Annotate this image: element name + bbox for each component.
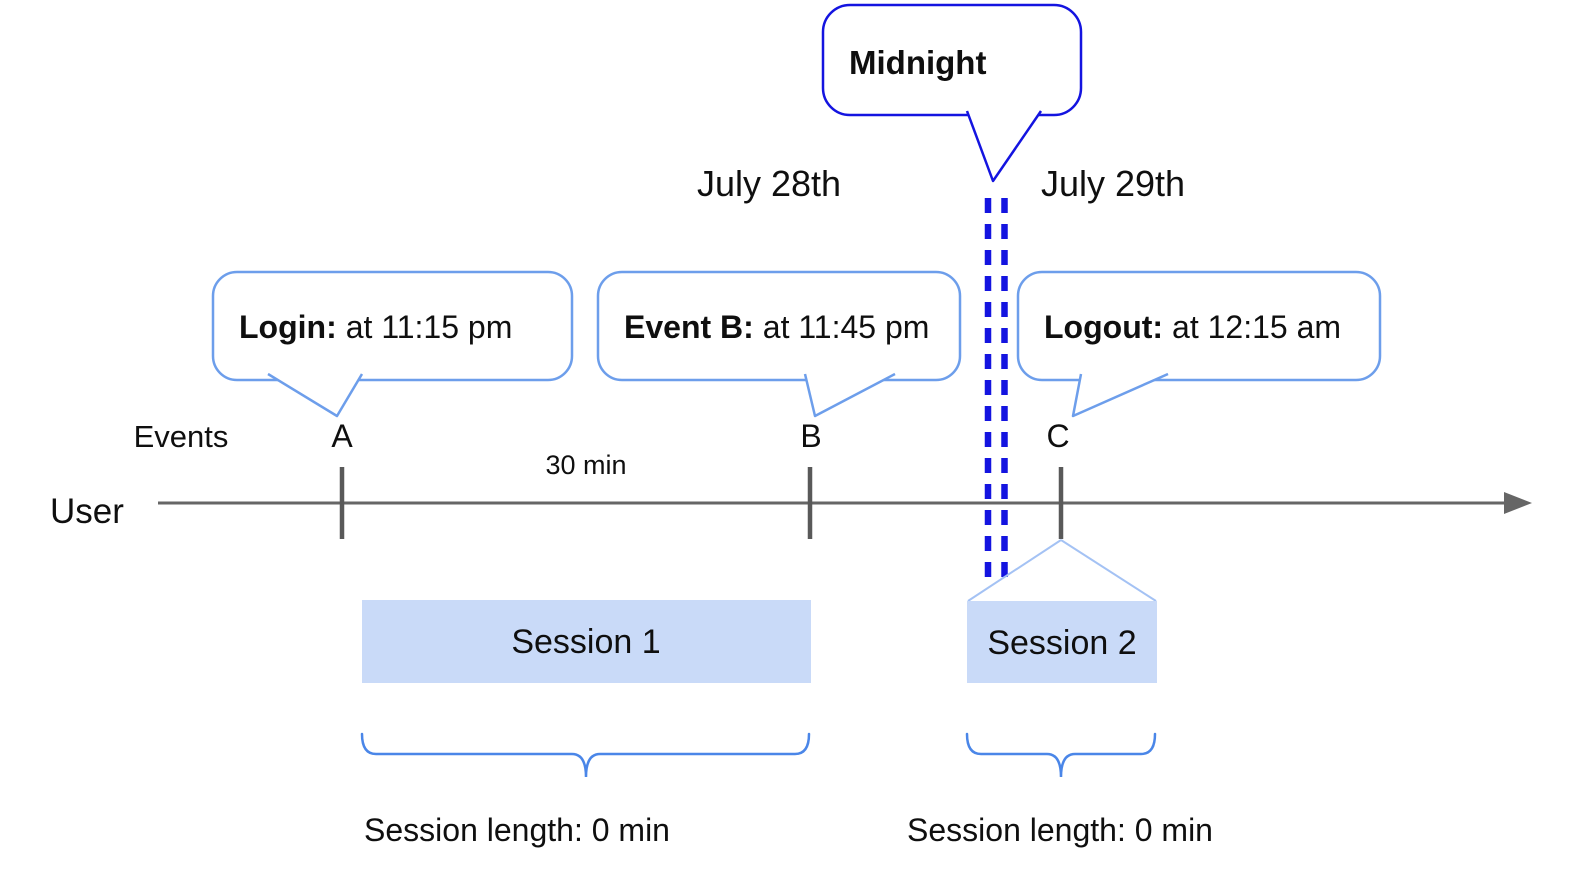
login-callout: Login:at 11:15 pm [211,270,574,418]
logout-callout-tail [1071,372,1169,418]
session-1-group: Session 1 Session length: 0 min [360,600,811,848]
logout-callout-detail: at 12:15 am [1172,309,1341,345]
session-2-length-label: Session length: 0 min [907,812,1213,848]
event-b-callout-bubble [596,270,962,382]
event-marker-letter-c: C [1046,418,1069,454]
login-callout-tail [267,372,364,418]
logout-callout: Logout:at 12:15 am [1016,270,1382,418]
login-callout-detail: at 11:15 pm [346,309,513,345]
logout-callout-label: Logout:at 12:15 am [1044,309,1341,345]
midnight-callout-tail [965,110,1043,183]
event-marker-letter-a: A [331,418,353,454]
user-timeline [158,467,1532,539]
date-label-left: July 28th [697,163,841,204]
midnight-callout-bubble [821,3,1083,117]
login-callout-title: Login: [239,309,337,345]
midnight-divider [984,198,1008,578]
user-axis-label: User [50,492,124,531]
session-1-length-label: Session length: 0 min [364,812,670,848]
session-1-label: Session 1 [511,623,660,661]
session-1-box [362,600,811,683]
event-b-callout-title: Event B: [624,309,754,345]
date-label-right: July 29th [1041,163,1185,204]
event-b-callout-detail: at 11:45 pm [763,309,930,345]
interval-label: 30 min [545,450,626,480]
login-callout-label: Login:at 11:15 pm [239,309,512,345]
midnight-callout: Midnight [821,3,1083,183]
logout-callout-title: Logout: [1044,309,1163,345]
event-b-callout: Event B:at 11:45 pm [596,270,962,418]
session-2-connector-right [1060,539,1157,602]
event-b-callout-tail [803,372,896,418]
login-callout-bubble [211,270,574,382]
session-2-brace [965,732,1157,778]
midnight-callout-label: Midnight [849,44,986,81]
session-1-brace [360,732,811,778]
session-2-group: Session 2 Session length: 0 min [907,601,1213,848]
event-marker-letter-b: B [800,418,821,454]
events-axis-label: Events [134,419,229,454]
session-2-connectors [967,539,1157,602]
timeline-arrowhead-icon [1504,492,1532,514]
session-2-label: Session 2 [987,624,1136,662]
session-2-box [967,601,1157,683]
session-2-connector-left [967,539,1062,602]
event-b-callout-label: Event B:at 11:45 pm [624,309,929,345]
logout-callout-bubble [1016,270,1382,382]
